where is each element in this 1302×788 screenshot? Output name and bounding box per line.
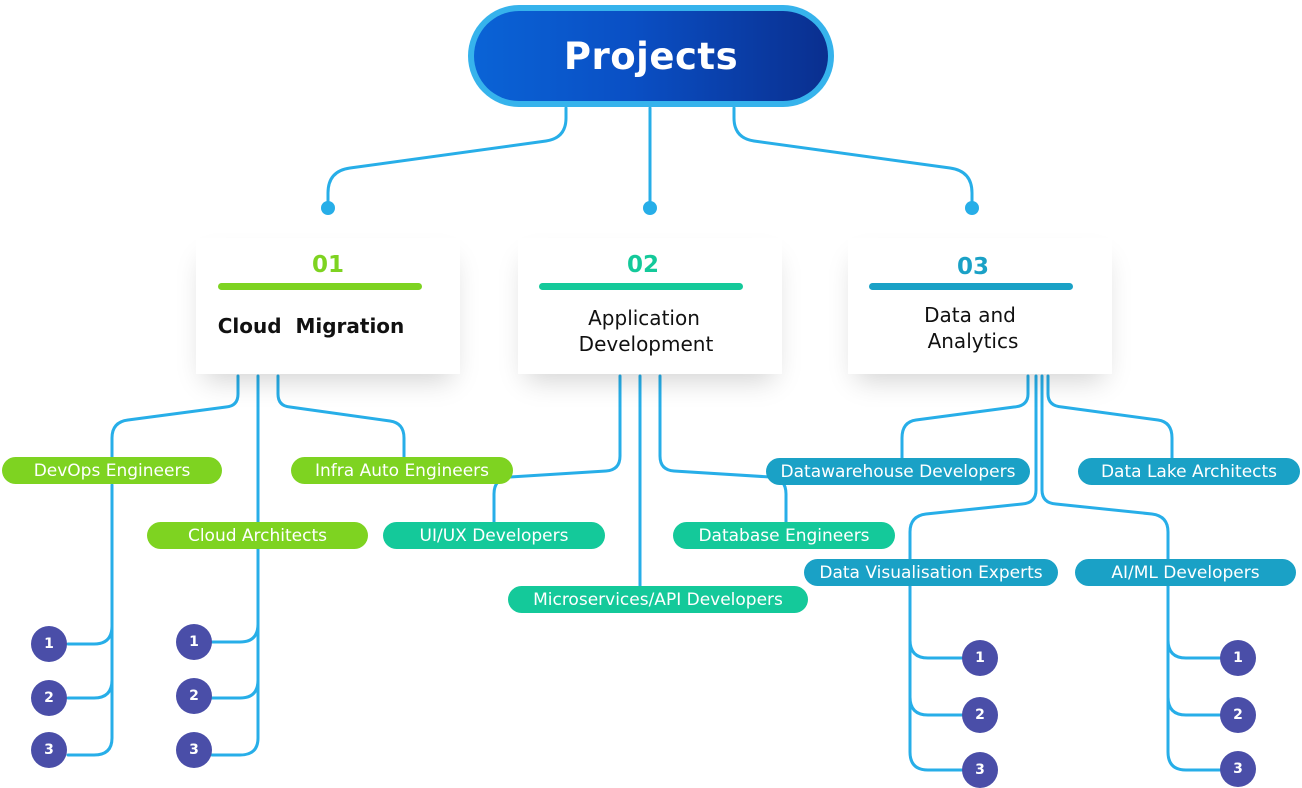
node-dot-02 (643, 201, 657, 215)
badge-aiml-1[interactable]: 1 (1220, 640, 1256, 676)
role-data-lake-architects[interactable]: Data Lake Architects (1078, 458, 1300, 485)
badge-cloud-arch-2[interactable]: 2 (176, 678, 212, 714)
badge-cloud-arch-3[interactable]: 3 (176, 732, 212, 768)
connector-02-uiux (492, 374, 622, 524)
badge-devops-2[interactable]: 2 (31, 680, 67, 716)
connector-root-to-01 (326, 106, 568, 209)
connector-02-db (658, 374, 788, 524)
badge-aiml-2[interactable]: 2 (1220, 697, 1256, 733)
category-title-03-line1: Data and (924, 303, 1016, 327)
projects-root-node[interactable]: Projects (468, 5, 834, 107)
node-dot-03 (965, 201, 979, 215)
connector-03-dwh (900, 374, 1030, 460)
connector-03-aiml (1040, 374, 1170, 562)
badge-viz-3[interactable]: 3 (962, 752, 998, 788)
node-dot-01 (321, 201, 335, 215)
role-datawarehouse-developers[interactable]: Datawarehouse Developers (766, 458, 1030, 485)
badge-viz-2[interactable]: 2 (962, 697, 998, 733)
category-bar-01 (218, 283, 422, 290)
category-bar-02 (539, 283, 743, 290)
badge-viz-1[interactable]: 1 (962, 640, 998, 676)
connector-root-to-03 (732, 106, 974, 209)
connector-03-viz (908, 374, 1038, 562)
connector-cloud-arch-badges (210, 546, 260, 757)
projects-root-label: Projects (474, 11, 828, 101)
category-bar-03 (869, 283, 1073, 290)
role-infra-auto-engineers[interactable]: Infra Auto Engineers (291, 457, 513, 484)
role-devops-engineers[interactable]: DevOps Engineers (2, 457, 222, 484)
role-cloud-architects[interactable]: Cloud Architects (147, 522, 368, 549)
category-card-data-and-analytics[interactable]: 03 Data and Analytics (848, 238, 1112, 374)
connector-aiml-badges (1166, 584, 1224, 772)
category-title-01: Cloud Migration (217, 314, 405, 338)
category-card-cloud-migration[interactable]: 01 Cloud Migration (196, 238, 460, 374)
category-title-02-line1: Application (588, 306, 700, 330)
connector-03-lake (1046, 374, 1174, 460)
connector-01-infra (276, 374, 406, 460)
role-uiux-developers[interactable]: UI/UX Developers (383, 522, 605, 549)
category-number-03: 03 (956, 254, 989, 280)
connector-viz-badges (908, 584, 966, 772)
role-microservices-api-developers[interactable]: Microservices/API Developers (508, 586, 808, 613)
badge-aiml-3[interactable]: 3 (1220, 751, 1256, 787)
category-title-02-line2: Development (578, 332, 714, 356)
role-aiml-developers[interactable]: AI/ML Developers (1075, 559, 1296, 586)
category-number-01: 01 (311, 252, 344, 278)
badge-devops-3[interactable]: 3 (31, 732, 67, 768)
category-number-02: 02 (626, 252, 659, 278)
badge-cloud-arch-1[interactable]: 1 (176, 624, 212, 660)
category-title-03-line2: Analytics (927, 329, 1019, 353)
connector-devops-badges (66, 483, 114, 757)
badge-devops-1[interactable]: 1 (31, 626, 67, 662)
role-data-visualisation-experts[interactable]: Data Visualisation Experts (804, 559, 1058, 586)
connector-01-devops (110, 374, 240, 460)
role-database-engineers[interactable]: Database Engineers (673, 522, 895, 549)
category-card-application-development[interactable]: 02 Application Development (518, 238, 782, 374)
